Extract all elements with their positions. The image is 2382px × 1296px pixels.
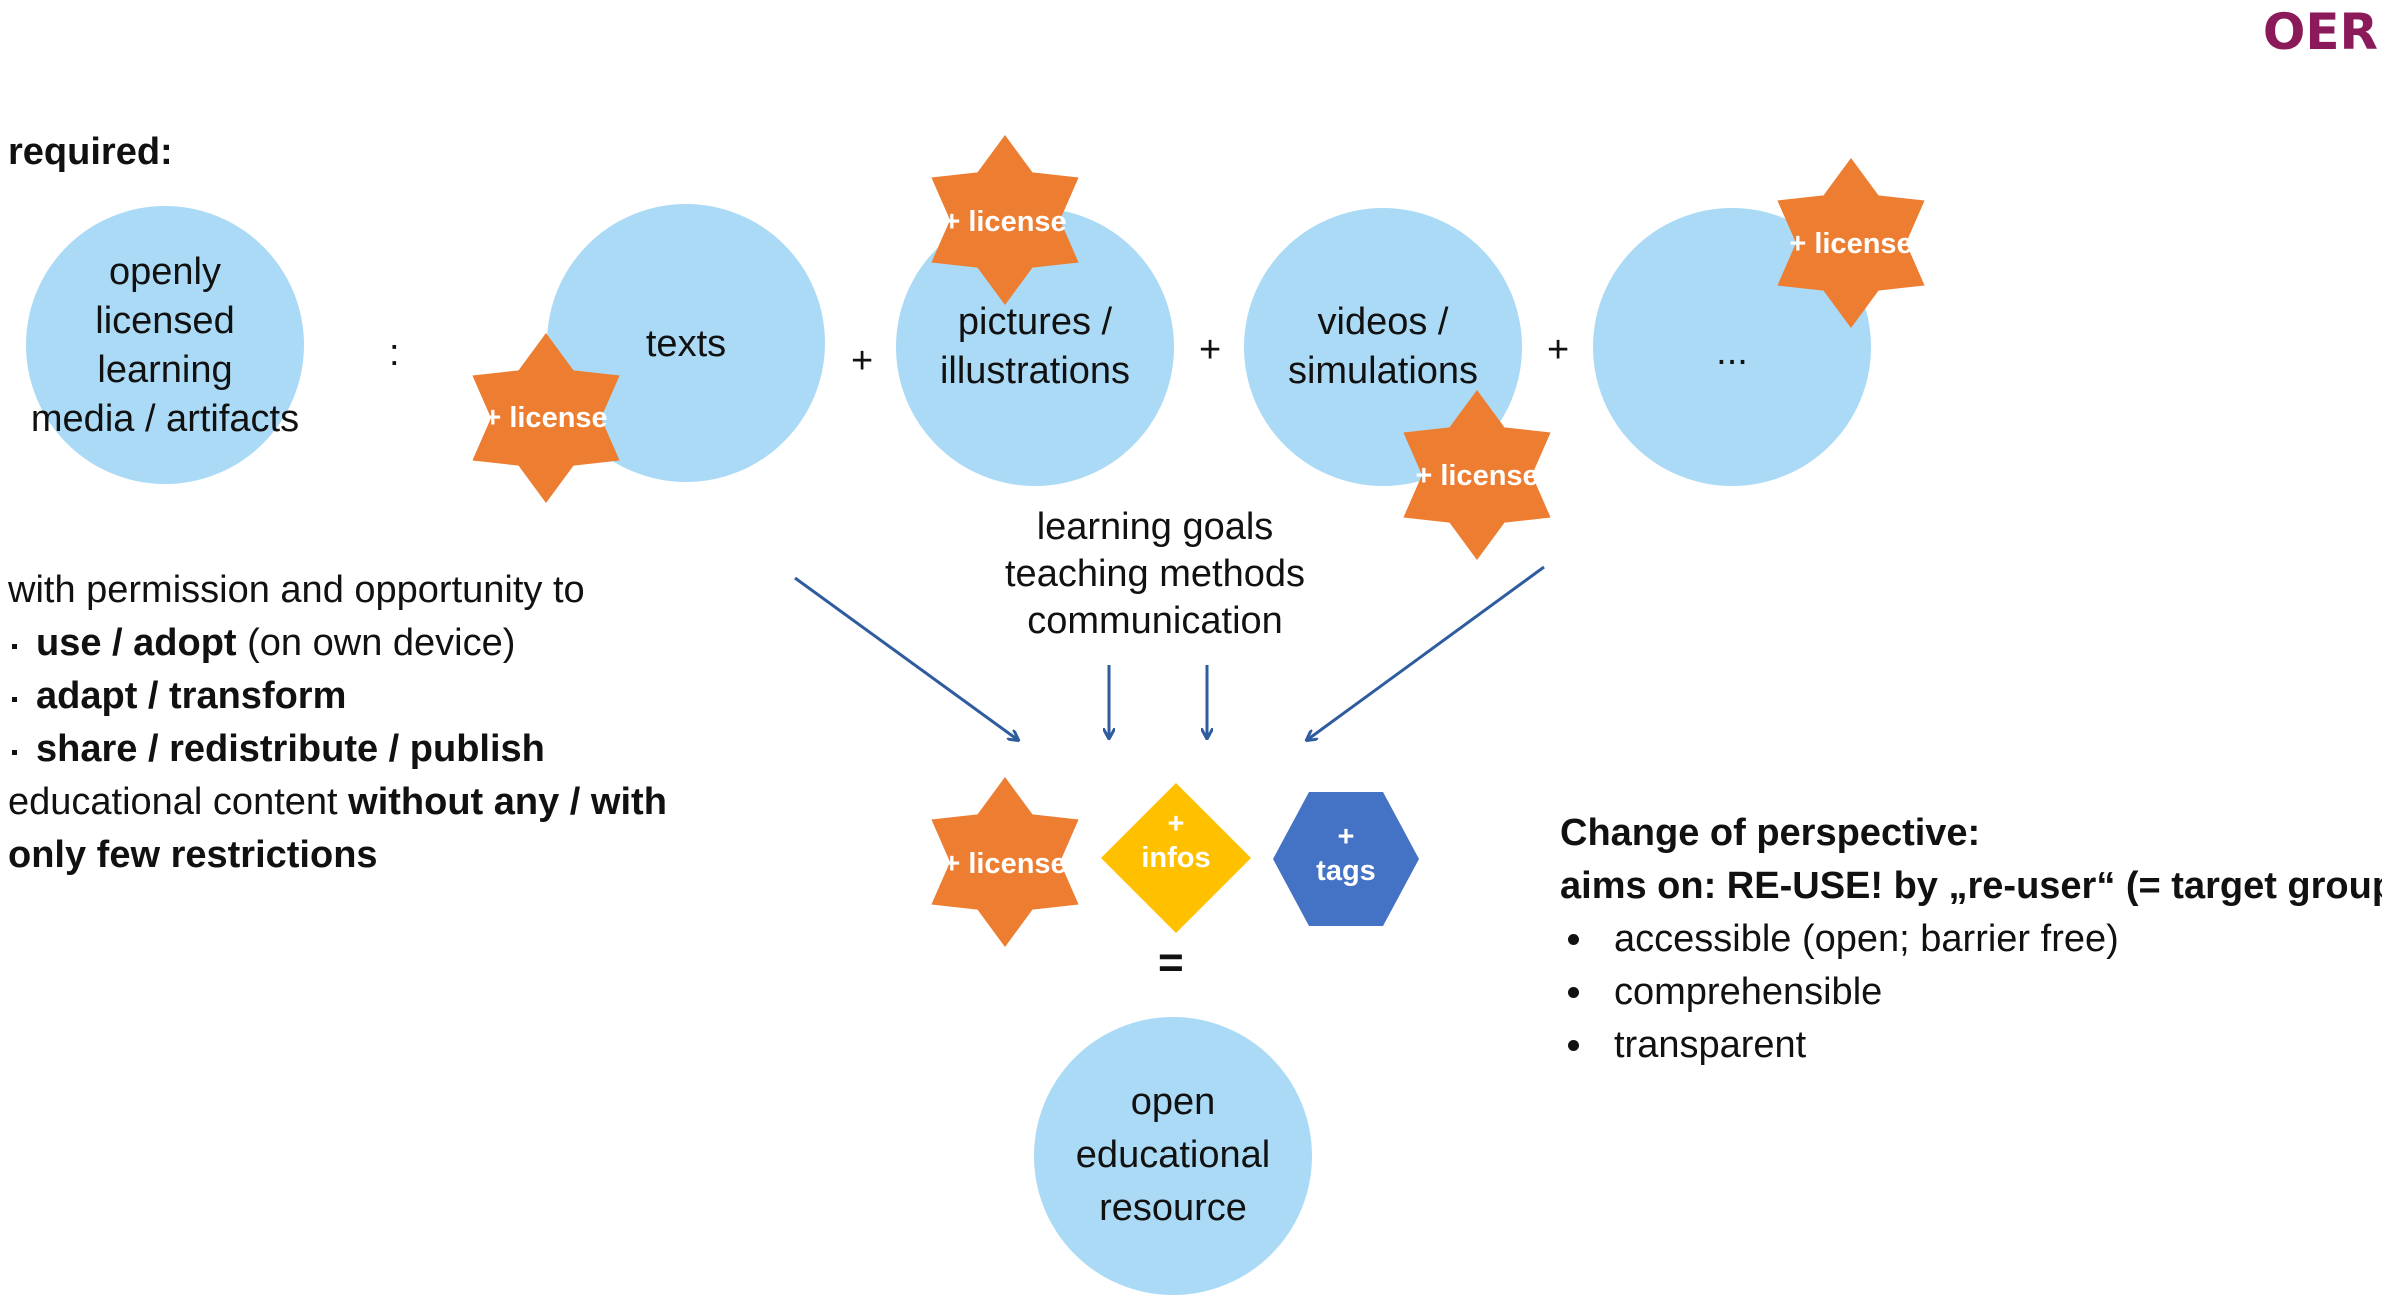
- pictures-line-1: pictures /: [957, 301, 1113, 343]
- license-stars: [472, 135, 1925, 947]
- plus-sign-1: +: [851, 340, 874, 382]
- permission-item-1-bold: use / adopt: [36, 622, 237, 664]
- result-line-2: educational: [1075, 1134, 1271, 1176]
- permission-tail-bold-2: only few restrictions: [8, 834, 378, 876]
- permission-item-2-bold: adapt / transform: [36, 675, 347, 717]
- middle-notes: learning goals teaching methods communic…: [950, 504, 1360, 645]
- license-label-texts: + license: [484, 402, 608, 434]
- videos-circle-label: videos / simulations: [1233, 298, 1533, 396]
- note-communication: communication: [1027, 600, 1283, 642]
- arrow-right: [1307, 565, 1545, 740]
- texts-line-1: texts: [645, 323, 727, 365]
- plus-sign-3: +: [1547, 329, 1570, 371]
- permission-item-3-bold: share / redistribute / publish: [36, 728, 545, 770]
- perspective-bullet-3: transparent: [1560, 1019, 2382, 1072]
- permission-intro: with permission and opportunity to: [8, 569, 585, 611]
- license-label-result: + license: [943, 848, 1067, 880]
- infos-text: infos: [1141, 842, 1211, 874]
- note-learning-goals: learning goals: [1036, 506, 1274, 548]
- media-line-3: learning: [97, 349, 233, 391]
- texts-circle: [547, 204, 825, 482]
- perspective-block: Change of perspective: aims on: RE-USE! …: [1560, 807, 2382, 1072]
- infos-diamond: [1101, 783, 1251, 933]
- required-label: required:: [8, 131, 173, 173]
- license-star-pictures: [931, 135, 1079, 305]
- equals-sign: =: [1158, 938, 1184, 987]
- tags-plus: +: [1337, 821, 1355, 853]
- more-circle-label: ...: [1632, 328, 1832, 377]
- videos-circle: [1244, 208, 1522, 486]
- plus-sign-2: +: [1199, 329, 1222, 371]
- media-circle-label: openly licensed learning media / artifac…: [15, 248, 315, 444]
- permission-item-1: use / adopt (on own device): [8, 617, 667, 670]
- note-teaching-methods: teaching methods: [1005, 553, 1305, 595]
- media-line-4: media / artifacts: [30, 398, 300, 440]
- result-circle: [1034, 1017, 1312, 1295]
- texts-circle-label: texts: [586, 320, 786, 369]
- permission-tail-normal: educational content: [8, 781, 349, 823]
- perspective-bullet-1: accessible (open; barrier free): [1560, 913, 2382, 966]
- media-line-1: openly: [109, 251, 221, 293]
- colon-sign: :: [389, 332, 400, 374]
- license-star-result: [931, 777, 1079, 947]
- infos-plus: +: [1167, 808, 1185, 840]
- media-line-2: licensed: [95, 300, 235, 342]
- license-star-texts: [472, 333, 620, 503]
- perspective-bullet-2: comprehensible: [1560, 966, 2382, 1019]
- permission-item-2: adapt / transform: [8, 670, 667, 723]
- infos-label: + infos: [1111, 807, 1241, 875]
- permission-item-3: share / redistribute / publish: [8, 723, 667, 776]
- result-line-3: resource: [1099, 1187, 1247, 1229]
- result-line-1: open: [1130, 1081, 1216, 1123]
- media-circle: [26, 206, 304, 484]
- permission-tail: educational content without any / with: [8, 776, 667, 829]
- license-label-videos: + license: [1415, 460, 1539, 492]
- tags-text: tags: [1316, 855, 1376, 887]
- permission-tail-bold-1: without any / with: [348, 781, 667, 823]
- pictures-circle: [896, 208, 1174, 486]
- videos-line-1: videos /: [1317, 301, 1449, 343]
- tags-label: + tags: [1281, 820, 1411, 888]
- tags-hexagon: [1273, 792, 1419, 926]
- license-star-videos: [1403, 390, 1551, 560]
- result-circle-label: open educational resource: [1023, 1076, 1323, 1235]
- license-star-more: [1777, 158, 1925, 328]
- permission-block: with permission and opportunity to use /…: [8, 564, 667, 882]
- license-label-pictures: + license: [943, 206, 1067, 238]
- perspective-title: Change of perspective:: [1560, 812, 1981, 854]
- license-label-more: + license: [1789, 228, 1913, 260]
- arrow-left: [794, 576, 1018, 740]
- permission-item-1-rest: (on own device): [236, 622, 516, 664]
- pictures-line-2: illustrations: [939, 350, 1131, 392]
- more-line-1: ...: [1716, 331, 1748, 373]
- perspective-aim: aims on: RE-USE! by „re-user“ (= target …: [1560, 865, 2382, 907]
- pictures-circle-label: pictures / illustrations: [885, 298, 1185, 396]
- videos-line-2: simulations: [1287, 350, 1479, 392]
- oer-corner-label: OER: [2262, 3, 2378, 61]
